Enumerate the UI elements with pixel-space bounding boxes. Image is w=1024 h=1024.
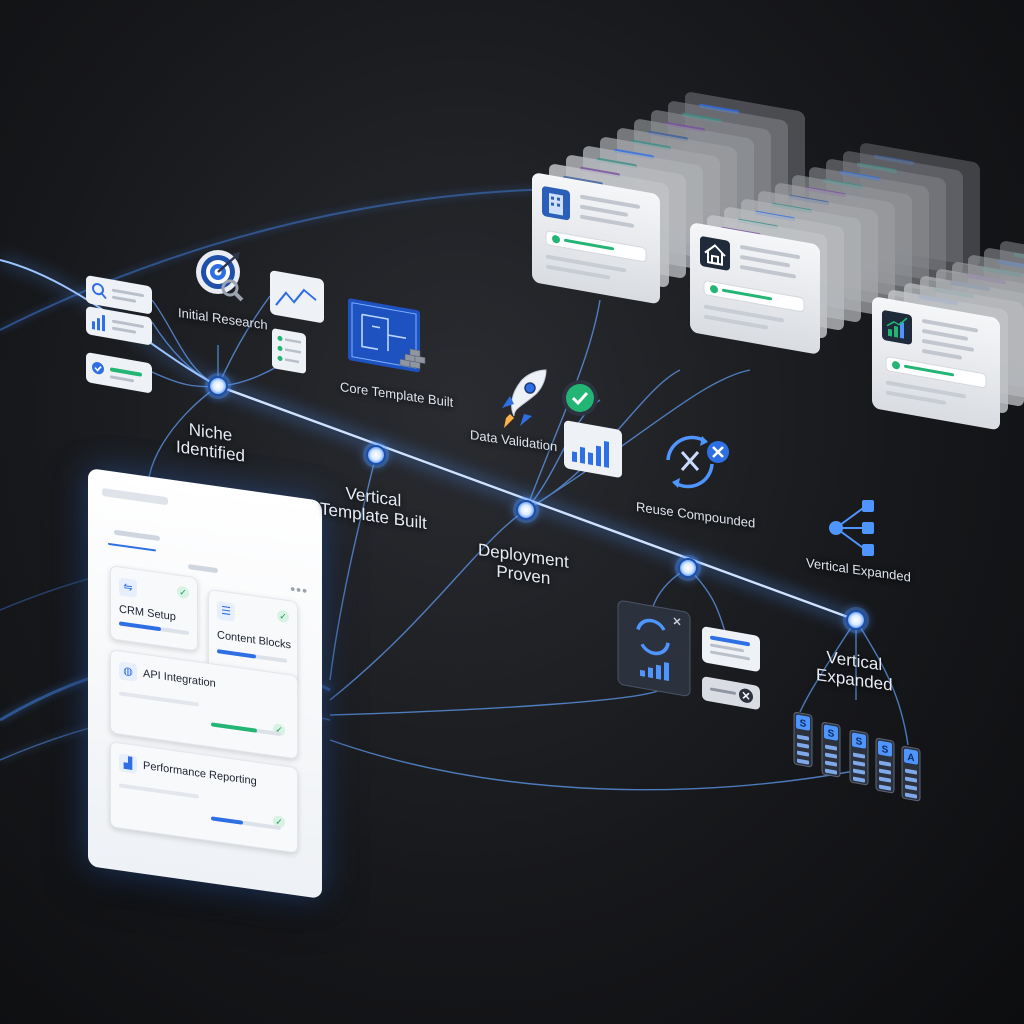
crm-check-icon: ✓ [177,585,189,600]
checklist-icon [277,335,301,364]
card-crm-setup[interactable]: ⇋ ✓ CRM Setup [110,565,198,652]
target-icon [196,250,244,302]
server-icon: S [793,711,813,768]
cycle-x-icon [666,435,729,489]
card-title: API Integration [143,667,216,690]
panel-subheader-bar-2 [188,564,218,574]
server-label: S [882,744,889,756]
network-icon [829,500,874,556]
card-title: Performance Reporting [143,759,257,788]
server-rack: S S S S A [793,711,921,802]
milestone-node-1[interactable] [205,373,231,399]
server-icon: S [849,729,869,786]
server-label: S [856,736,863,748]
blueprint-icon [348,298,426,373]
front-card-growth [872,297,1000,430]
panel-header-bar [102,487,168,506]
content-blocks-icon: ☰ [217,601,235,622]
server-icon: S [821,721,841,778]
globe-icon: ◍ [119,661,137,682]
card-title: Content Blocks [217,629,291,652]
line-chart-icon [275,288,317,306]
building-icon [549,192,563,216]
milestone-node-5[interactable] [843,607,869,633]
bars-icon [92,314,105,332]
growth-chart-icon [886,317,908,339]
checklist-card [272,328,306,374]
reporting-progress [211,816,243,825]
rocket-icon [500,369,547,428]
reuse-dashboard-card [617,600,691,697]
server-icon: S [875,737,895,794]
front-card-house [690,223,820,354]
panel-subheader-bar [114,529,160,542]
panel-tab-underline [108,542,156,552]
server-label: S [828,728,835,740]
card-title: CRM Setup [119,603,176,624]
more-options-icon[interactable]: ••• [290,580,308,599]
server-label: S [800,718,807,730]
milestone-node-4[interactable] [675,555,701,581]
card-performance-reporting[interactable]: ▟ Performance Reporting ✓ [110,741,298,854]
check-card [86,352,152,393]
check-badge-icon [562,380,598,416]
front-card-building [532,173,660,304]
reuse-dismiss-card [702,676,760,710]
refresh-icon [636,618,670,656]
reuse-list-card [702,626,760,672]
crm-icon: ⇋ [119,577,137,598]
milestone-nodes [205,373,869,633]
search-card [86,275,152,314]
check-icon [92,362,104,375]
bar-chart-card [564,420,622,478]
content-check-icon: ✓ [277,609,289,624]
milestone-node-3[interactable] [513,497,539,523]
api-progress [211,722,257,733]
line-chart-card [270,270,324,323]
search-icon [92,283,107,300]
server-icon: A [901,745,921,802]
house-icon [704,244,726,266]
milestone-node-2[interactable] [363,442,389,468]
crm-progress [119,621,161,632]
content-progress [217,649,256,659]
reporting-icon: ▟ [119,753,137,774]
template-panel: ••• ⇋ ✓ CRM Setup ☰ ✓ Content Blocks ◍ A… [88,468,322,899]
bars-card [86,306,152,345]
server-label: A [907,752,914,764]
bar-chart-icon [572,441,609,468]
